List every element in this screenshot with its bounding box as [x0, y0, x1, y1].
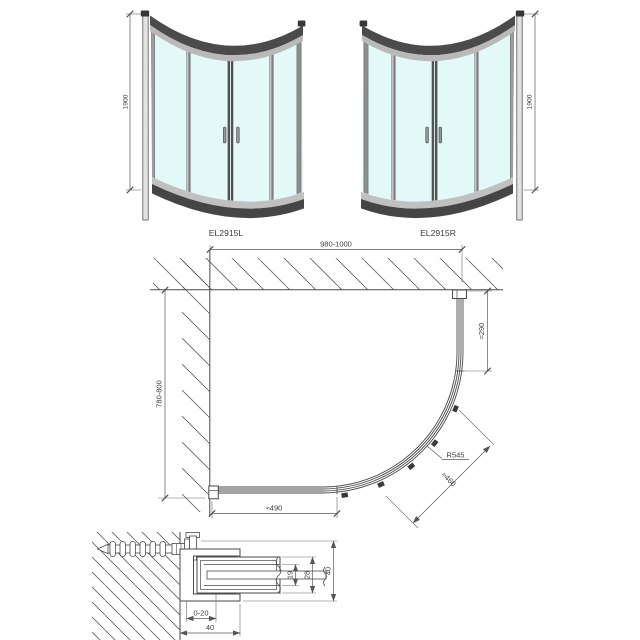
- bottom-rail-edge: [151, 192, 305, 219]
- corner-cap: [140, 10, 150, 17]
- roller: [430, 439, 439, 448]
- front-view-right: 1900 EL2915R: [359, 10, 539, 238]
- top-rail-edge: [149, 15, 304, 47]
- top-rail-edge: [361, 15, 516, 47]
- dim-adjustment: 0-20: [193, 609, 208, 618]
- dim-plan-width: 980-1000: [320, 240, 352, 249]
- plan-view: 980-1000 780-800: [150, 240, 503, 529]
- dim-frame-depth: 28: [303, 571, 312, 579]
- model-label-left: EL2915L: [209, 228, 244, 238]
- break-line: [275, 556, 282, 594]
- door-frame-section: [196, 556, 327, 594]
- dim-profile-width: 40: [206, 623, 214, 632]
- corner-cap: [297, 20, 306, 27]
- door-handle: [438, 126, 442, 144]
- bottom-rail-edge: [360, 192, 514, 219]
- bottom-rail-dark: [361, 184, 513, 218]
- dim-overall-depth: 40: [324, 567, 333, 575]
- roller: [341, 492, 349, 498]
- wall-profile-left: [142, 14, 149, 221]
- wall-bracket-bottom: [208, 485, 219, 500]
- wall-hatch-left: [182, 258, 210, 512]
- bottom-rail-dark: [152, 184, 304, 218]
- front-view-left: 1900 EL2915L: [123, 10, 306, 238]
- top-rail-dark: [150, 16, 303, 56]
- top-rail-dark: [362, 16, 515, 56]
- c-channel-profile: [179, 548, 241, 602]
- wall-profile-detail: 0-20 40 19 28 40: [92, 532, 337, 640]
- top-rail-light: [150, 25, 303, 62]
- dim-height-left: 1900: [123, 94, 130, 109]
- bottom-rail-light: [152, 177, 304, 209]
- break-line: [323, 566, 327, 587]
- door-dividers: [151, 30, 302, 202]
- dim-fixed-segment: ≈290: [477, 323, 486, 340]
- dim-glass-channel: 19: [286, 571, 295, 579]
- door-handle: [223, 126, 227, 144]
- corner-cap: [359, 20, 368, 27]
- top-rail-light: [362, 25, 515, 62]
- curved-track: [218, 298, 465, 495]
- screw-tip: [96, 543, 109, 555]
- wall-profile-right: [516, 14, 523, 221]
- dim-plan-depth: 780-800: [155, 380, 164, 408]
- wall-hatch-top: [153, 258, 503, 290]
- door-handle: [425, 126, 429, 144]
- anchor-screw: [96, 532, 200, 561]
- dim-bottom-segment: ≈490: [266, 504, 283, 513]
- roller: [452, 404, 459, 413]
- corner-cap: [515, 10, 525, 17]
- bottom-rail-light: [361, 177, 513, 209]
- dim-door-opening: ≈460: [440, 470, 458, 488]
- door-handle: [236, 126, 240, 144]
- dim-height-right: 1900: [527, 94, 534, 109]
- rollers: [341, 404, 459, 498]
- wall-bracket-top: [452, 289, 467, 299]
- model-label-right: EL2915R: [420, 228, 456, 238]
- dim-radius: R545: [447, 451, 465, 460]
- roller: [377, 481, 385, 488]
